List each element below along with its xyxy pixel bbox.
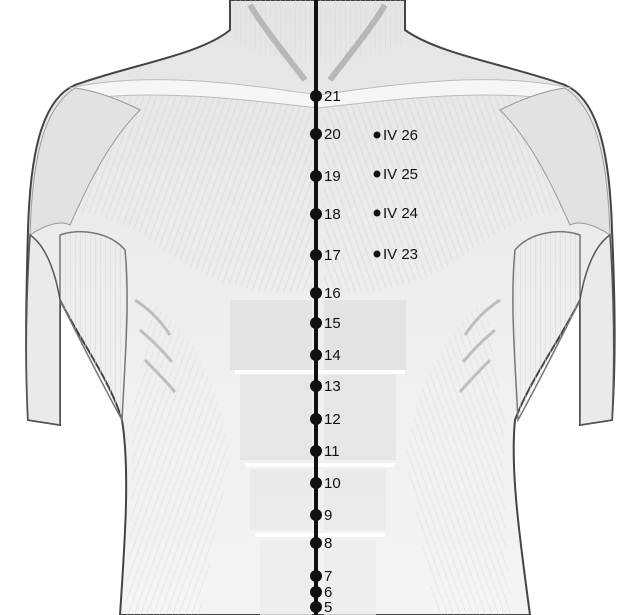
side-point-IV25 — [374, 171, 381, 178]
meridian-point-14 — [310, 349, 322, 361]
meridian-point-5 — [310, 601, 322, 613]
side-point-IV24 — [374, 210, 381, 217]
meridian-point-label-21: 21 — [324, 88, 341, 105]
meridian-point-17 — [310, 249, 322, 261]
armpit-shadow-right — [513, 232, 580, 420]
meridian-point-6 — [310, 586, 322, 598]
meridian-point-12 — [310, 413, 322, 425]
meridian-point-11 — [310, 445, 322, 457]
meridian-point-13 — [310, 380, 322, 392]
meridian-point-21 — [310, 90, 322, 102]
meridian-point-label-15: 15 — [324, 315, 341, 332]
meridian-point-label-18: 18 — [324, 206, 341, 223]
meridian-point-label-17: 17 — [324, 247, 341, 264]
side-point-label-IV24: IV 24 — [383, 205, 418, 222]
meridian-point-label-20: 20 — [324, 126, 341, 143]
meridian-point-9 — [310, 509, 322, 521]
meridian-point-label-12: 12 — [324, 411, 341, 428]
meridian-point-label-9: 9 — [324, 507, 332, 524]
meridian-point-label-5: 5 — [324, 599, 332, 615]
meridian-point-19 — [310, 170, 322, 182]
meridian-point-label-13: 13 — [324, 378, 341, 395]
side-point-IV26 — [374, 132, 381, 139]
meridian-point-label-11: 11 — [324, 443, 340, 460]
meridian-point-label-7: 7 — [324, 568, 332, 585]
meridian-point-8 — [310, 537, 322, 549]
meridian-point-label-19: 19 — [324, 168, 341, 185]
meridian-point-10 — [310, 477, 322, 489]
meridian-point-7 — [310, 570, 322, 582]
meridian-point-label-8: 8 — [324, 535, 332, 552]
meridian-point-label-16: 16 — [324, 285, 341, 302]
meridian-point-20 — [310, 128, 322, 140]
meridian-point-label-10: 10 — [324, 475, 341, 492]
meridian-point-15 — [310, 317, 322, 329]
meridian-point-18 — [310, 208, 322, 220]
meridian-point-16 — [310, 287, 322, 299]
side-point-label-IV23: IV 23 — [383, 246, 418, 263]
armpit-shadow-left — [60, 232, 127, 420]
meridian-point-label-14: 14 — [324, 347, 341, 364]
side-point-IV23 — [374, 251, 381, 258]
side-point-label-IV25: IV 25 — [383, 166, 418, 183]
side-point-label-IV26: IV 26 — [383, 127, 418, 144]
